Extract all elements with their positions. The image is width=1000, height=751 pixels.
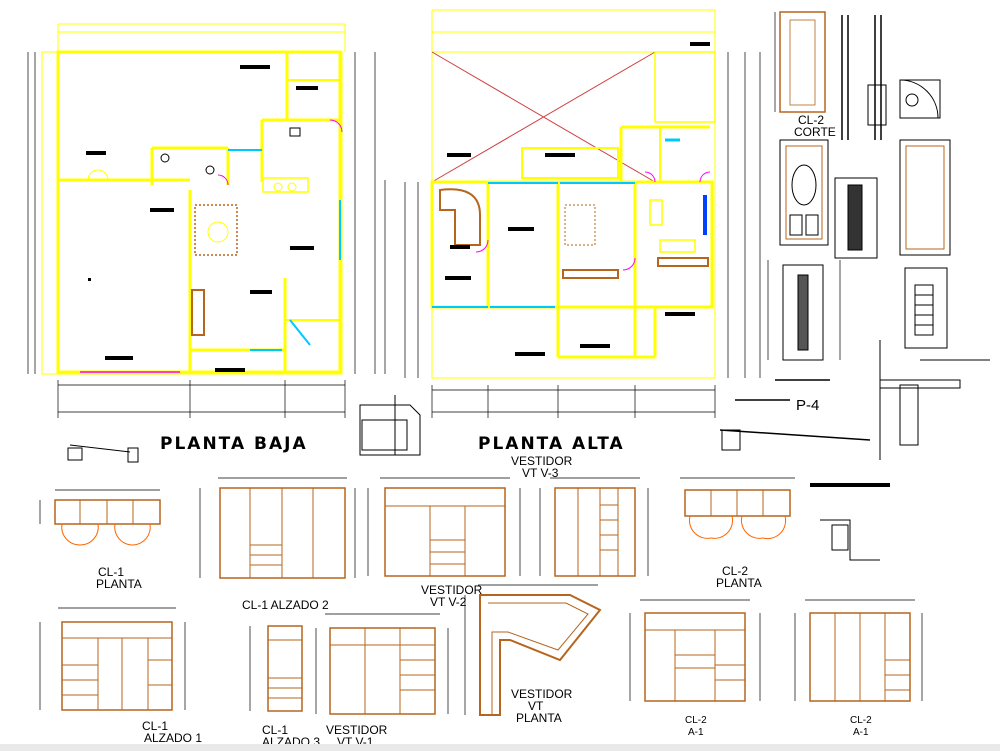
detail-sketches (67, 395, 421, 463)
vestidor-v3-elevation-b (367, 477, 521, 577)
cl2-corte-label-1: CL-2 (798, 113, 825, 127)
vestidor-v1-label-1: VESTIDOR (326, 723, 388, 737)
cl2-a1-left-label-2: A-1 (688, 727, 704, 738)
vestidor-v3-elevation-a (199, 477, 356, 579)
cl1-planta-label-2: PLANTA (96, 577, 142, 591)
cl2-planta-label-2: PLANTA (716, 576, 762, 590)
vestidor-vt-label-1: VESTIDOR (511, 687, 573, 701)
ground-floor-plan (27, 23, 386, 418)
vestidor-v2-label-1: VESTIDOR (421, 583, 483, 597)
cl1-alzado3 (249, 625, 303, 712)
cl1-alzado1-label-1: CL-1 (142, 719, 169, 733)
vestidor-vt-label-2: VT (528, 699, 544, 713)
planta-alta-title: PLANTA ALTA (478, 434, 625, 454)
cl2-a1-right-label-2: A-1 (853, 727, 869, 738)
vestidor-v1-elevation (315, 613, 449, 715)
vestidor-vt-label-3: PLANTA (516, 711, 562, 725)
vestidor-v2-label-2: VT V-2 (430, 595, 467, 609)
cl1-alzado1 (39, 607, 186, 711)
cl1-alzado2-label: CL-1 ALZADO 2 (242, 598, 329, 612)
cl2-a1-right-label-1: CL-2 (850, 715, 872, 726)
planta-baja-title: PLANTA BAJA (160, 434, 308, 454)
cl2-a1-right (794, 599, 923, 702)
p4-label: P-4 (796, 397, 820, 414)
vestidor-v3-label-1: VESTIDOR (511, 454, 573, 468)
cl1-plan (39, 489, 161, 546)
cl2-a1-left (629, 599, 761, 702)
vestidor-v3-elevation-c (539, 477, 649, 577)
cl1-alzado1-label-2: ALZADO 1 (144, 731, 203, 745)
cl2-a1-left-label-1: CL-2 (685, 715, 707, 726)
bottom-border (0, 744, 1000, 751)
door-details (719, 11, 990, 561)
upper-floor-plan (404, 9, 761, 418)
cl1-alzado3-label-1: CL-1 (262, 723, 289, 737)
cl2-planta-label-1: CL-2 (722, 564, 749, 578)
vestidor-v3-label-2: VT V-3 (522, 466, 559, 480)
cl1-planta-label-1: CL-1 (98, 565, 125, 579)
vestidor-vt-plan (464, 584, 602, 716)
cl2-plan (680, 477, 795, 540)
cl2-corte-label-2: CORTE (794, 125, 836, 139)
